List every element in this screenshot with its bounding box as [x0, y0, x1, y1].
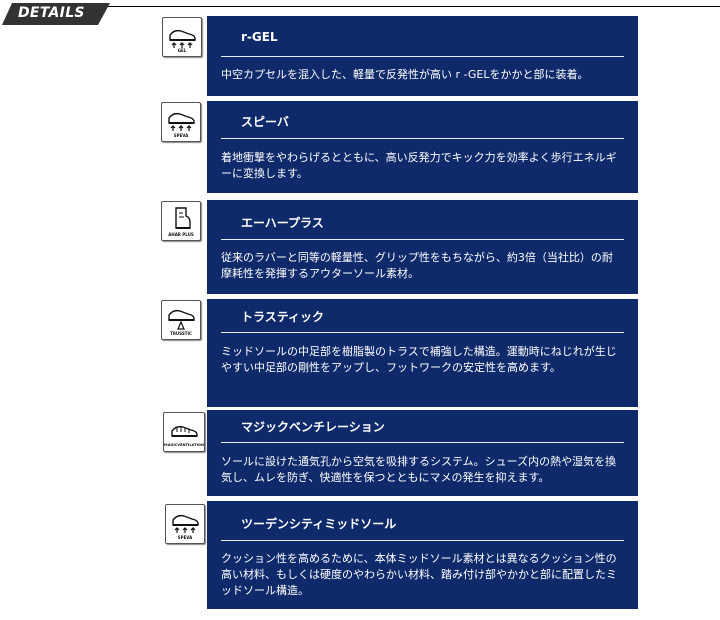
trusstic-shoe-icon: TRUSSTIC — [161, 300, 201, 340]
feature-panel: r-GEL 中空カプセルを混入した、軽量で反発性が高い r -GELをかかと部に… — [207, 16, 638, 96]
feature-panel: スピーバ 着地衝撃をやわらげるとともに、高い反発力でキック力を効率よく歩行エネル… — [207, 101, 638, 193]
feature-title: エーハープラス — [241, 216, 324, 230]
title-divider — [221, 239, 624, 240]
icon-caption: AHAR PLUS — [168, 232, 194, 237]
feature-description: ミッドソールの中足部を樹脂製のトラスで補強した構造。運動時にねじれが生じやすい中… — [221, 345, 617, 374]
feature-title: マジックベンチレーション — [241, 420, 385, 434]
title-divider — [221, 442, 624, 443]
feature-panel: エーハープラス 従来のラバーと同等の軽量性、グリップ性をもちながら、約3倍（当社… — [207, 200, 638, 294]
title-divider — [221, 56, 624, 57]
details-title: DETAILS — [18, 5, 85, 21]
feature-title: ツーデンシティミッドソール — [241, 517, 397, 531]
icon-caption: TRUSSTIC — [170, 331, 192, 336]
title-divider — [221, 138, 624, 139]
speva-shoe-icon: SPEVA — [161, 102, 201, 142]
feature-description: 着地衝撃をやわらげるとともに、高い反発力でキック力を効率よく歩行エネルギーに変換… — [221, 151, 617, 180]
header-tab-shape — [2, 3, 110, 25]
gel-shoe-icon: GEL — [162, 17, 202, 57]
feature-description: 中空カプセルを混入した、軽量で反発性が高い r -GELをかかと部に装着。 — [221, 68, 589, 81]
title-divider — [221, 540, 624, 541]
icon-caption: SPEVA — [173, 133, 189, 138]
feature-description: ソールに設けた通気孔から空気を吸排するシステム。シューズ内の熱や湿気を換気し、ム… — [221, 455, 617, 484]
feature-title: トラスティック — [241, 310, 325, 324]
feature-title: r-GEL — [241, 30, 278, 44]
icon-caption: MAGICVENTILATION — [164, 443, 204, 447]
feature-panel: マジックベンチレーション ソールに設けた通気孔から空気を吸排するシステム。シュー… — [207, 410, 638, 496]
icon-caption: SPEVA — [177, 535, 193, 540]
title-divider — [221, 332, 624, 333]
feature-panel: トラスティック ミッドソールの中足部を樹脂製のトラスで補強した構造。運動時にねじ… — [207, 299, 638, 407]
details-header-tab: DETAILS — [2, 3, 110, 25]
icon-caption: GEL — [177, 48, 187, 53]
speva-shoe-icon: SPEVA — [165, 504, 205, 544]
feature-panel: ツーデンシティミッドソール クッション性を高めるために、本体ミッドソール素材とは… — [207, 501, 638, 609]
feature-title: スピーバ — [241, 115, 289, 129]
feature-description: クッション性を高めるために、本体ミッドソール素材とは異なるクッション性の高い材料… — [221, 552, 617, 597]
magic-ventilation-shoe-icon: MAGICVENTILATION — [163, 412, 205, 452]
ahar-plus-sole-icon: AHAR PLUS — [161, 201, 201, 241]
header-divider — [94, 6, 720, 7]
feature-description: 従来のラバーと同等の軽量性、グリップ性をもちながら、約3倍（当社比）の耐摩耗性を… — [221, 251, 613, 280]
